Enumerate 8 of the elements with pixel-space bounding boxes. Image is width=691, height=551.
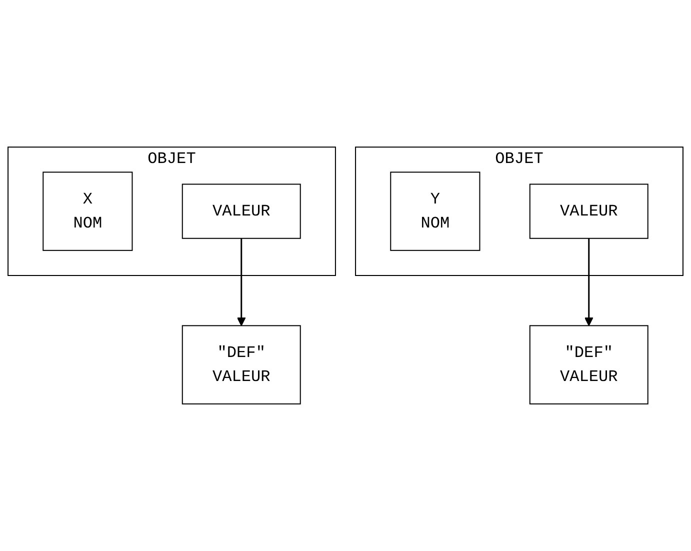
node-box: VALEUR — [529, 184, 648, 239]
node-box: X NOM — [42, 172, 133, 251]
node-box: "DEF" VALEUR — [182, 325, 301, 404]
node-box: Y NOM — [390, 172, 480, 251]
node-box: VALEUR — [182, 184, 301, 239]
node-box: "DEF" VALEUR — [529, 325, 648, 404]
arrow — [584, 238, 594, 326]
arrow — [236, 238, 246, 326]
